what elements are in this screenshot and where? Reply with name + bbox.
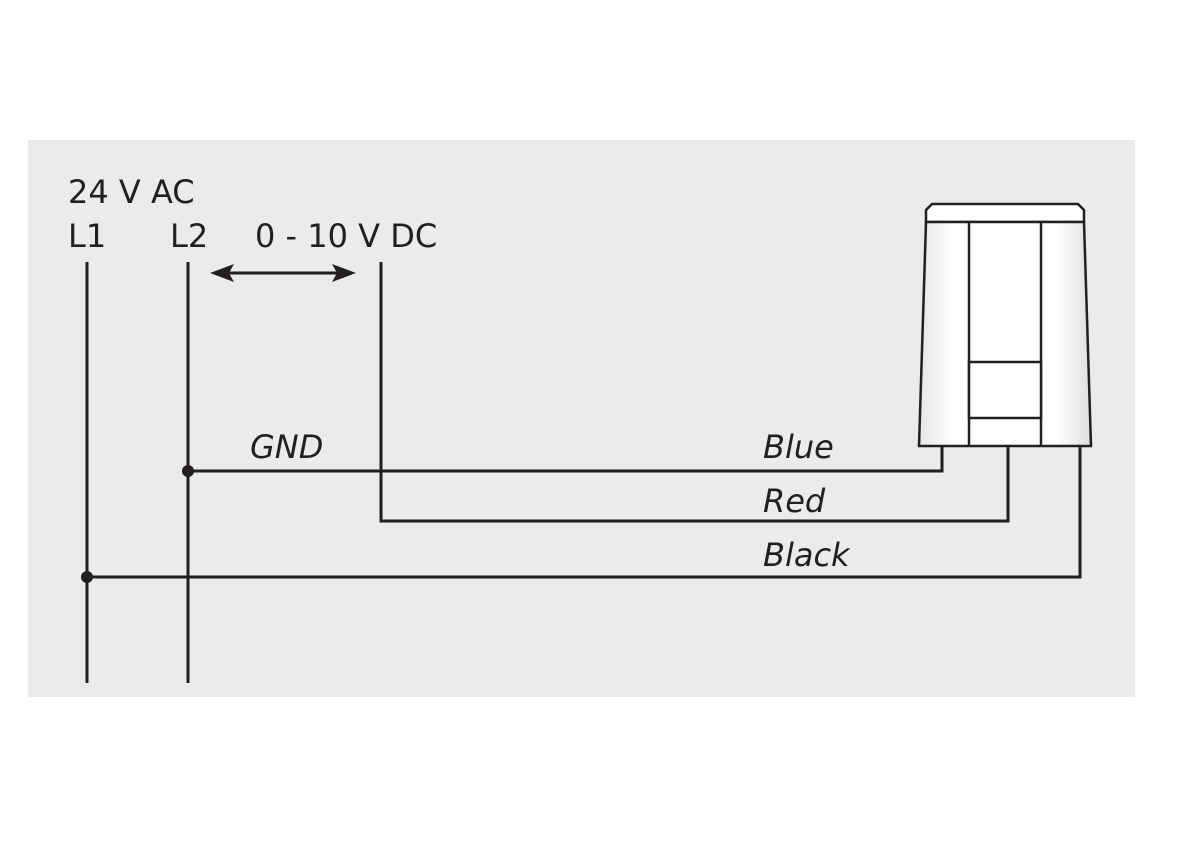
actuator-icon	[917, 202, 1093, 448]
black-wire-label: Black	[763, 536, 851, 574]
line2-label: L2	[170, 217, 208, 255]
l1-junction-dot	[81, 571, 93, 583]
gnd-label: GND	[250, 428, 323, 466]
black-wire	[87, 446, 1082, 579]
red-wire	[379, 262, 1010, 523]
line1-label: L1	[68, 217, 106, 255]
double-arrow-icon	[210, 264, 356, 282]
blue-wire-label: Blue	[763, 428, 834, 466]
blue-wire	[188, 446, 944, 473]
supply-voltage-label: 24 V AC	[68, 173, 195, 211]
red-wire-label: Red	[763, 482, 826, 520]
gnd-junction-dot	[182, 465, 194, 477]
control-signal-label: 0 - 10 V DC	[255, 217, 437, 255]
